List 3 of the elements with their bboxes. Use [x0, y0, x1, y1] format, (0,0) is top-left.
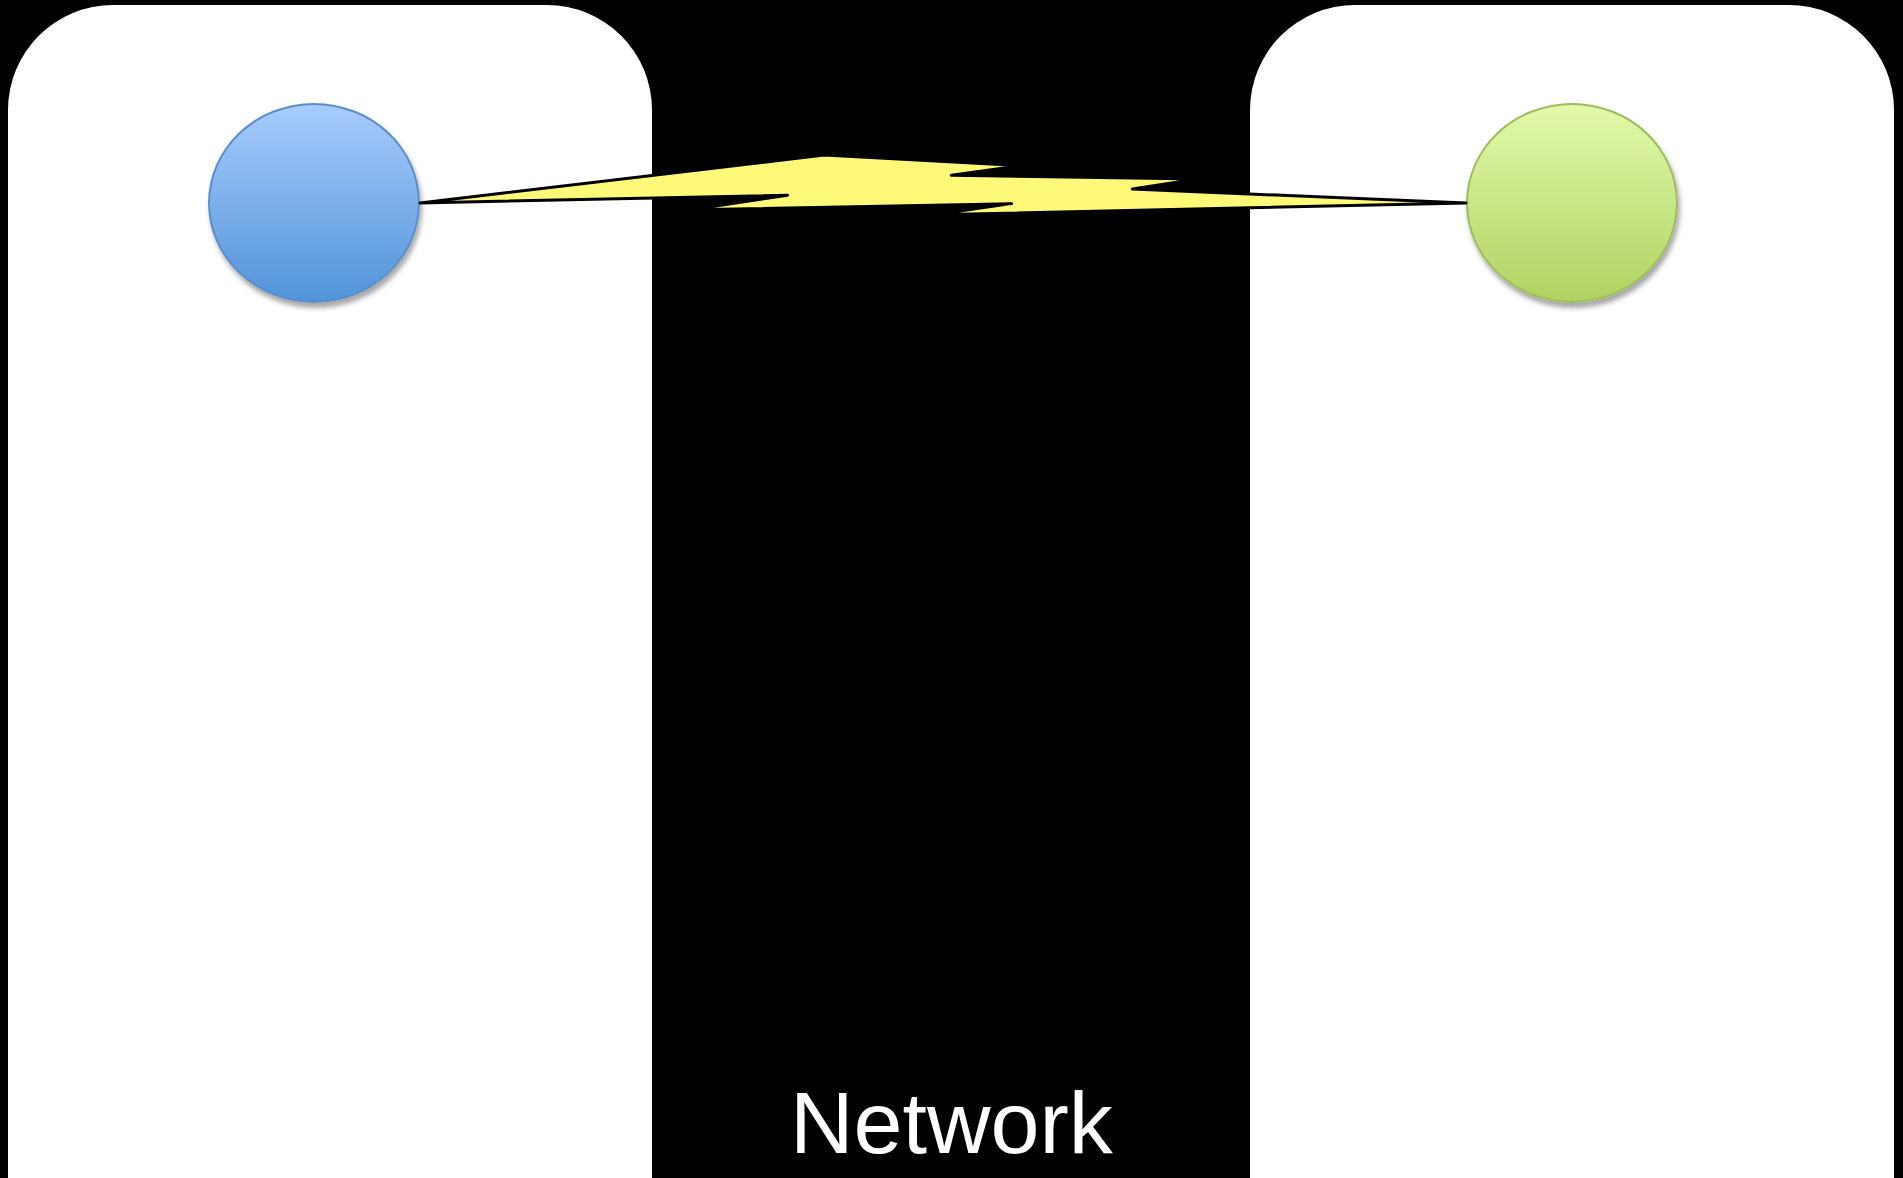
panel	[8, 5, 652, 1178]
network-label: Network	[790, 1072, 1113, 1174]
panel	[1250, 5, 1894, 1178]
